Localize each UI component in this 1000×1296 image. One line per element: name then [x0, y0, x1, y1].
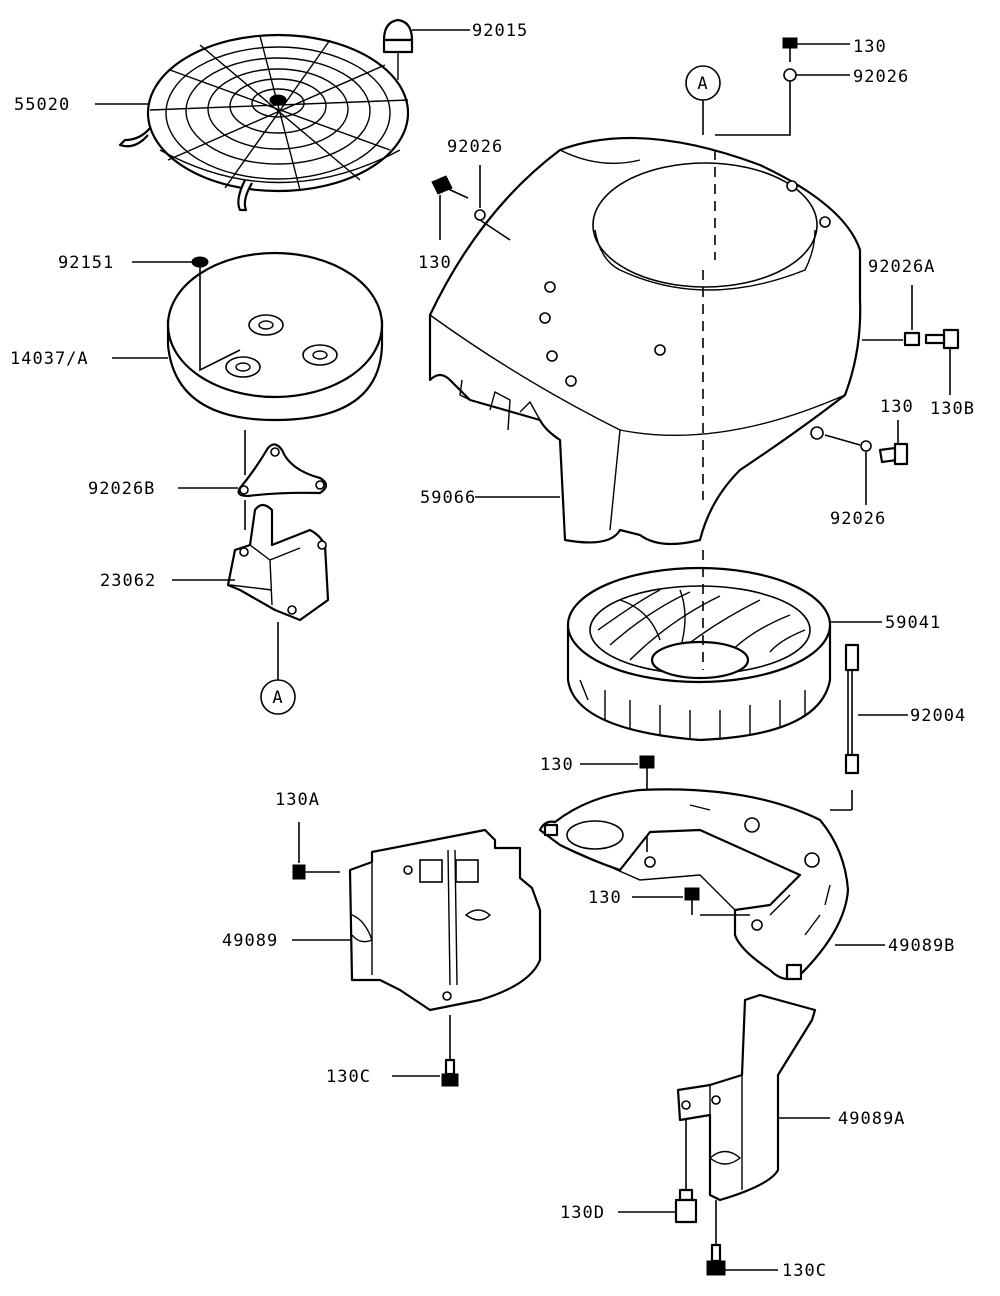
- nut-92015: [382, 18, 470, 80]
- reference-marker-top: A: [685, 65, 721, 101]
- label-130-lower: 130: [588, 888, 622, 908]
- label-130C-left: 130C: [326, 1067, 371, 1087]
- fan-guard-screen: [118, 33, 410, 212]
- label-49089A: 49089A: [838, 1109, 905, 1129]
- washer-92026-top: [783, 68, 850, 82]
- washer-92026-right: [824, 434, 872, 505]
- label-49089: 49089: [222, 931, 278, 951]
- reference-marker-top-label: A: [697, 74, 708, 94]
- reference-marker-bottom: A: [260, 679, 296, 715]
- flywheel-fan: [566, 550, 882, 742]
- bolt-130D: [618, 1120, 698, 1224]
- reference-marker-bottom-label: A: [272, 688, 283, 708]
- label-92026A: 92026A: [868, 257, 935, 277]
- label-14037A: 14037/A: [10, 349, 89, 369]
- baffle-49089B: [538, 788, 885, 981]
- label-92004: 92004: [910, 706, 966, 726]
- label-92151: 92151: [58, 253, 114, 273]
- label-130A: 130A: [275, 790, 320, 810]
- label-49089B: 49089B: [888, 936, 955, 956]
- baffle-49089A: [676, 993, 830, 1202]
- bolt-130C-left: [392, 1015, 459, 1087]
- collar-92026A: [862, 285, 921, 347]
- label-92015: 92015: [472, 21, 528, 41]
- label-92026-mid: 92026: [447, 137, 503, 157]
- label-92026B: 92026B: [88, 479, 155, 499]
- label-130-mid: 130: [418, 253, 452, 273]
- label-55020: 55020: [14, 95, 70, 115]
- bolt-130C-bottom: [706, 1200, 778, 1276]
- blower-housing: [428, 136, 862, 546]
- label-130-center: 130: [540, 755, 574, 775]
- label-130-top: 130: [853, 37, 887, 57]
- screw-92151: [132, 256, 209, 280]
- bolt-130A: [292, 822, 340, 880]
- label-130D: 130D: [560, 1203, 605, 1223]
- label-23062: 23062: [100, 571, 156, 591]
- bolt-130B: [924, 328, 960, 395]
- label-130B: 130B: [930, 399, 975, 419]
- label-92026-right: 92026: [830, 509, 886, 529]
- label-130-right: 130: [880, 397, 914, 417]
- label-59041: 59041: [885, 613, 941, 633]
- label-92026-top: 92026: [853, 67, 909, 87]
- washer-92026B: [178, 430, 328, 498]
- label-130C-bottom: 130C: [782, 1261, 827, 1281]
- stud-92004: [830, 643, 908, 811]
- bolt-130-top: [782, 37, 850, 62]
- bolt-130-lower: [632, 887, 750, 916]
- bolt-130-right: [878, 420, 909, 466]
- baffle-49089: [292, 828, 542, 1012]
- cover-plate: [166, 251, 384, 422]
- bolt-130-mid: [431, 165, 511, 241]
- bracket-23062: [172, 500, 330, 680]
- label-59066: 59066: [420, 488, 476, 508]
